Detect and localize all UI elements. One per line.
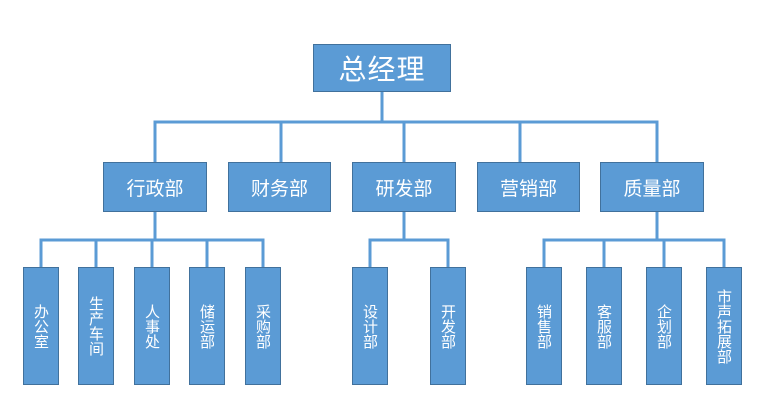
node-quality-dept: 质量部: [600, 162, 704, 212]
node-finance-dept: 财务部: [228, 162, 331, 212]
node-market-expansion-dept: 市声拓展部: [706, 267, 742, 385]
node-customer-service-dept: 客服部: [586, 267, 622, 385]
node-label: 市声拓展部: [715, 288, 733, 364]
node-sales-dept: 销售部: [526, 267, 562, 385]
node-planning-dept: 企划部: [646, 267, 682, 385]
node-label: 储运部: [198, 303, 216, 349]
node-purchasing-dept: 采购部: [245, 267, 281, 385]
node-label: 财务部: [250, 177, 308, 200]
node-hr-office: 人事处: [134, 267, 170, 385]
node-label: 人事处: [143, 303, 161, 349]
node-storage-dept: 储运部: [189, 267, 225, 385]
node-label: 行政部: [126, 177, 184, 200]
node-rd-dept: 研发部: [352, 162, 456, 212]
node-label: 质量部: [623, 177, 681, 200]
node-label: 设计部: [361, 303, 379, 349]
node-label: 研发部: [375, 177, 433, 200]
node-admin-dept: 行政部: [103, 162, 207, 212]
node-marketing-dept: 营销部: [477, 162, 580, 212]
node-label: 生产车间: [87, 296, 105, 356]
node-production-workshop: 生产车间: [78, 267, 114, 385]
node-label: 办公室: [32, 303, 50, 349]
node-label: 企划部: [655, 303, 673, 349]
node-office: 办公室: [23, 267, 59, 385]
node-label: 客服部: [595, 303, 613, 349]
node-label: 总经理: [338, 53, 426, 86]
node-label: 开发部: [439, 303, 457, 349]
node-design-dept: 设计部: [352, 267, 388, 385]
node-label: 销售部: [535, 303, 553, 349]
node-development-dept: 开发部: [430, 267, 466, 385]
node-label: 营销部: [499, 177, 557, 200]
node-label: 采购部: [254, 303, 272, 349]
node-general-manager: 总经理: [313, 44, 451, 92]
